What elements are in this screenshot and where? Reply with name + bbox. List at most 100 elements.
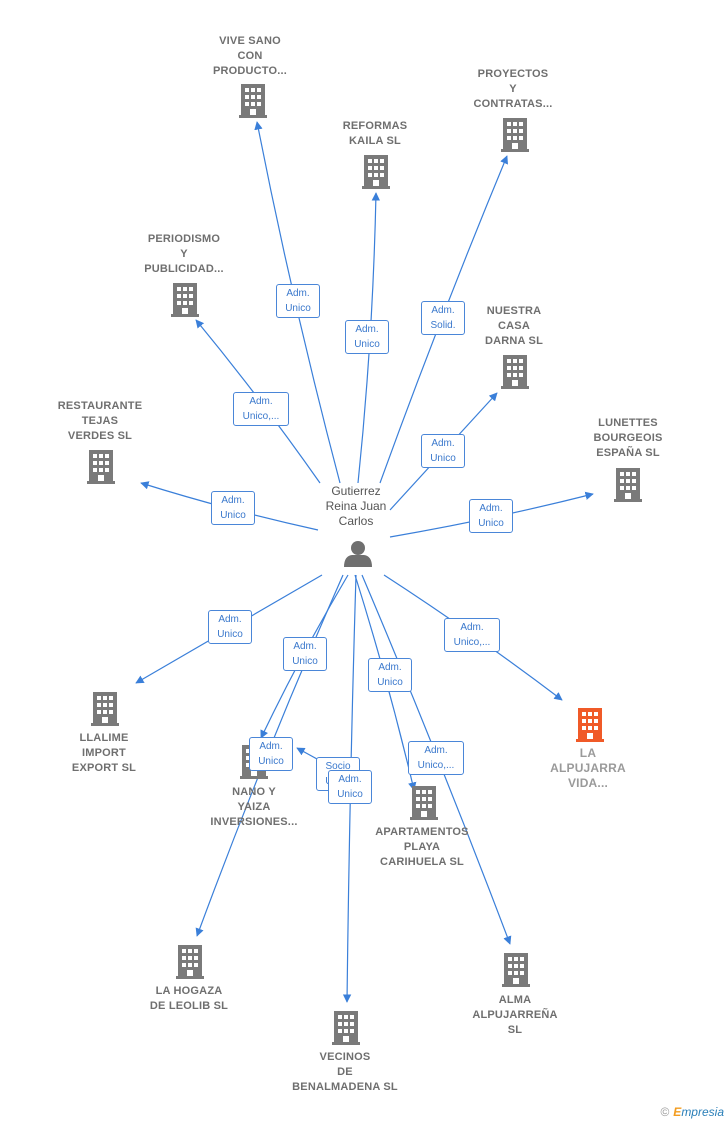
building-icon[interactable] <box>91 692 119 726</box>
relation-label-hogaza[interactable]: Adm. Unico <box>249 737 293 771</box>
relation-label-line: Unico <box>217 629 243 640</box>
company-label-line: LA HOGAZA <box>155 985 223 997</box>
relation-label-proyectos[interactable]: Adm.Solid. <box>421 301 465 335</box>
relation-label-line: Unico,... <box>242 411 280 422</box>
company-label-line: ALMA <box>498 994 532 1006</box>
company-label-line: VIVE SANO <box>219 35 281 47</box>
company-label-vecinos[interactable]: VECINOS DE BENALMADENA SL <box>280 1050 410 1095</box>
relation-label-line: Unico <box>285 303 311 314</box>
relation-label-vecinos[interactable]: Adm.Unico <box>328 770 372 804</box>
company-label-line: BOURGEOIS <box>593 432 663 444</box>
company-label-line: LUNETTES <box>598 417 658 429</box>
relation-label-apartamentos[interactable]: Adm.Unico,... <box>408 741 464 775</box>
company-label-line: Y <box>509 83 517 95</box>
company-label-proyectos[interactable]: PROYECTOS Y CONTRATAS... <box>448 67 578 112</box>
company-label-hogaza[interactable]: LA HOGAZA DE LEOLIB SL <box>124 984 254 1014</box>
building-icon[interactable] <box>501 118 529 152</box>
company-label-line: RESTAURANTE <box>57 400 143 412</box>
building-icon[interactable] <box>176 945 204 979</box>
company-label-line: ALPUJARRA <box>550 761 626 775</box>
building-icon[interactable] <box>362 155 390 189</box>
relation-label-apartamentos[interactable]: Adm.Unico <box>368 658 412 692</box>
company-label-line: KAILA SL <box>349 135 401 147</box>
relation-label-line: Adm. <box>249 396 273 407</box>
company-label-line: NANO Y <box>232 786 276 798</box>
company-label-line: EXPORT SL <box>71 762 137 774</box>
relation-label-line: Unico <box>430 453 456 464</box>
building-icon[interactable] <box>502 953 530 987</box>
company-label-line: NUESTRA <box>486 305 542 317</box>
relation-label-line: Adm. <box>479 503 503 514</box>
company-label-line: PRODUCTO... <box>212 65 288 77</box>
relation-label-line: Adm. <box>293 641 317 652</box>
person-icon[interactable] <box>344 541 372 567</box>
company-label-line: PLAYA <box>403 841 441 853</box>
company-label-line: LA <box>579 746 597 760</box>
relation-label-line: Adm. <box>378 662 402 673</box>
building-icon[interactable] <box>171 283 199 317</box>
relation-label-line: Unico <box>292 656 318 667</box>
company-label-line: YAIZA <box>237 801 271 813</box>
copyright-footer: ©Empresia <box>660 1105 724 1119</box>
company-label-llalime[interactable]: LLALIME IMPORT EXPORT SL <box>39 731 169 776</box>
relation-label-nano[interactable]: Adm. Unico <box>283 637 327 671</box>
relation-label-vive[interactable]: Adm. Unico <box>276 284 320 318</box>
relation-label-line: Unico,... <box>417 760 455 771</box>
relation-label-line: Unico <box>354 339 380 350</box>
company-label-line: DE LEOLIB SL <box>149 1000 229 1012</box>
building-icon[interactable] <box>410 786 438 820</box>
company-label-line: DE <box>337 1066 353 1078</box>
company-label-line: SL <box>507 1024 523 1036</box>
company-label-line: PERIODISMO <box>147 233 221 245</box>
relation-label-line: Unico <box>258 756 284 767</box>
company-label-nano[interactable]: NANO Y YAIZA INVERSIONES... <box>189 785 319 830</box>
relation-label-line: Adm. <box>355 324 379 335</box>
relation-label-reformas[interactable]: Adm. Unico <box>345 320 389 354</box>
relation-label-restaurante[interactable]: Adm.Unico <box>211 491 255 525</box>
company-label-line: INVERSIONES... <box>210 816 298 828</box>
relation-label-line: Adm. <box>460 622 484 633</box>
relation-label-line: Adm. <box>431 305 455 316</box>
brand-logo: Empresia <box>673 1105 724 1119</box>
relation-label-line: Adm. <box>259 741 283 752</box>
building-icon[interactable] <box>87 450 115 484</box>
company-label-line: BENALMADENA SL <box>292 1081 398 1093</box>
relation-label-periodismo[interactable]: Adm. Unico,... <box>233 392 289 426</box>
relation-label-alpujarra[interactable]: Adm. Unico,... <box>444 618 500 652</box>
relation-label-line: Adm. <box>431 438 455 449</box>
person-name-line: Reina Juan <box>325 499 387 513</box>
relation-label-line: Unico <box>337 789 363 800</box>
company-label-line: CONTRATAS... <box>473 98 553 110</box>
relation-label-line: Adm. <box>286 288 310 299</box>
company-label-line: CASA <box>498 320 530 332</box>
relation-label-line: Adm. <box>218 614 242 625</box>
company-label-line: VECINOS <box>319 1051 371 1063</box>
company-label-line: IMPORT <box>82 747 126 759</box>
company-label-line: LLALIME <box>79 732 129 744</box>
company-label-line: PROYECTOS <box>477 68 549 80</box>
company-label-line: VERDES SL <box>67 430 133 442</box>
company-label-line: PUBLICIDAD... <box>144 263 224 275</box>
relation-label-llalime[interactable]: Adm. Unico <box>208 610 252 644</box>
relation-label-line: Unico,... <box>453 637 491 648</box>
relation-label-nuestra[interactable]: Adm. Unico <box>421 434 465 468</box>
copyright-icon: © <box>660 1105 670 1119</box>
building-icon[interactable] <box>239 84 267 118</box>
relation-label-line: Adm. <box>221 495 245 506</box>
building-icon[interactable] <box>501 355 529 389</box>
building-icon[interactable] <box>332 1011 360 1045</box>
building-icon[interactable] <box>614 468 642 502</box>
building-icon[interactable] <box>576 708 604 742</box>
relation-label-lunettes[interactable]: Adm.Unico <box>469 499 513 533</box>
company-label-line: VIDA... <box>567 776 609 790</box>
